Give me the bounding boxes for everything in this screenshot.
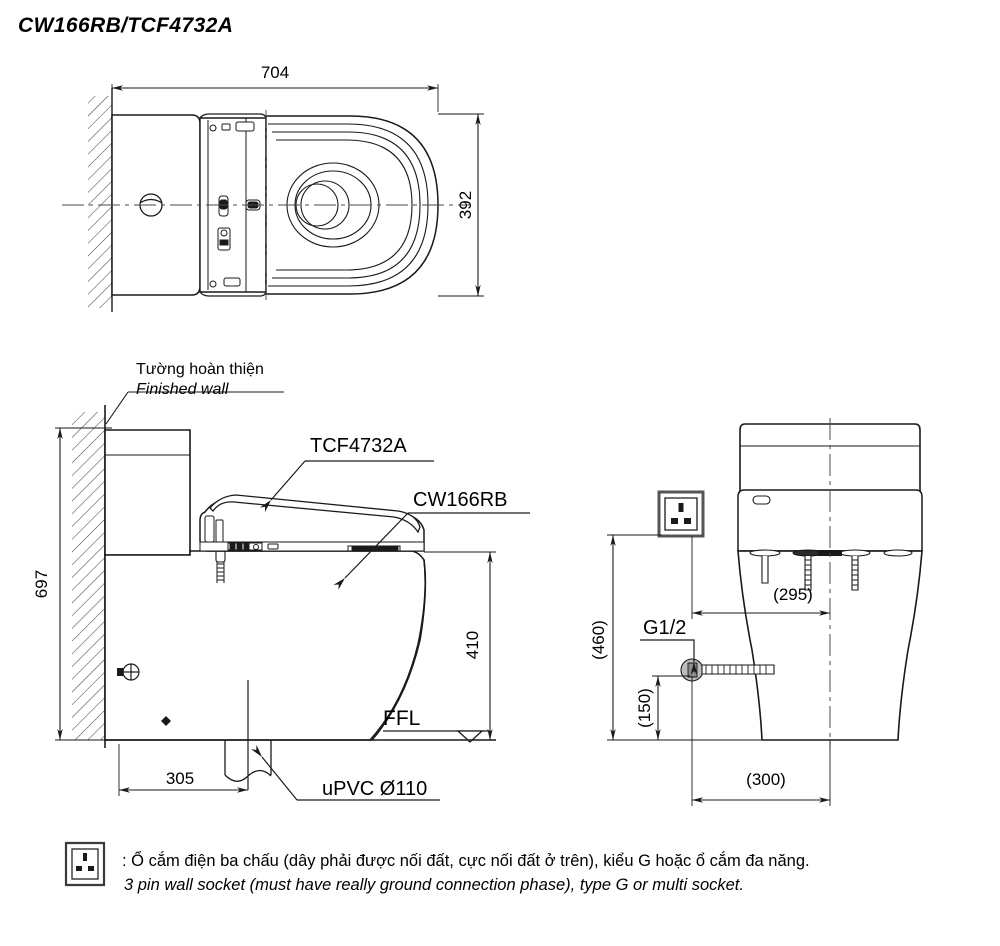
washlet-model-leader [259, 461, 434, 513]
side-view-pan [105, 551, 425, 740]
floor-level-label: FFL [383, 707, 420, 730]
dim-410 [424, 552, 496, 740]
finished-wall-leader [106, 392, 284, 424]
side-view-pan-outline-detail [370, 560, 425, 740]
legend-text-en: 3 pin wall socket (must have really grou… [124, 876, 744, 894]
socket-symbol-front-view [659, 492, 703, 536]
dim-410-label: 410 [463, 631, 482, 659]
legend-socket-icon [66, 843, 104, 885]
dim-305 [119, 744, 248, 796]
supply-thread-leader [640, 640, 698, 675]
dim-150 [652, 676, 690, 740]
dim-460 [607, 535, 770, 740]
dim-300-label: (300) [746, 770, 786, 789]
side-view-cistern [105, 430, 190, 555]
dim-305-label: 305 [166, 769, 194, 788]
dim-295 [692, 536, 830, 619]
side-view-reference-marker [161, 716, 171, 726]
finished-wall-label-en: Finished wall [136, 381, 229, 398]
drain-pipe-label: uPVC Ø110 [322, 778, 427, 800]
drawing-title: CW166RB/TCF4732A [18, 14, 233, 38]
side-view-wall-fitting [117, 664, 139, 680]
side-view-washlet-hose [216, 551, 225, 583]
side-view: Tường hoàn thiện Finished wall 697 [32, 361, 530, 800]
supply-thread-label: G1/2 [643, 617, 686, 639]
drawing-title-text: CW166RB/TCF4732A [18, 14, 234, 37]
front-view: G1/2 (460) (150) (295) [589, 418, 922, 806]
legend-text-vn: : Ổ cắm điện ba chấu (dây phải được nối … [122, 851, 810, 870]
washlet-model-label: TCF4732A [310, 435, 407, 457]
dim-295-label: (295) [773, 585, 813, 604]
drain-pipe-leader [251, 744, 440, 800]
side-view-wall-hatch [72, 405, 105, 748]
dim-460-label: (460) [589, 620, 608, 660]
pan-model-leader [333, 513, 530, 590]
dim-392-label: 392 [456, 191, 475, 219]
dim-150-label: (150) [635, 688, 654, 728]
finished-wall-label-vn: Tường hoàn thiện [136, 361, 264, 378]
top-view-washlet-details [210, 122, 260, 287]
dim-704 [112, 84, 438, 112]
top-view: 704 392 [62, 63, 484, 312]
dim-300 [692, 676, 830, 806]
floor-level-symbol [383, 731, 490, 742]
dim-392 [438, 114, 484, 296]
top-view-wall-hatch [88, 88, 112, 312]
dim-704-label: 704 [261, 63, 289, 82]
pan-model-label: CW166RB [413, 489, 507, 511]
legend: : Ổ cắm điện ba chấu (dây phải được nối … [66, 843, 810, 894]
dim-697 [55, 428, 112, 740]
dim-697-label: 697 [32, 570, 51, 598]
